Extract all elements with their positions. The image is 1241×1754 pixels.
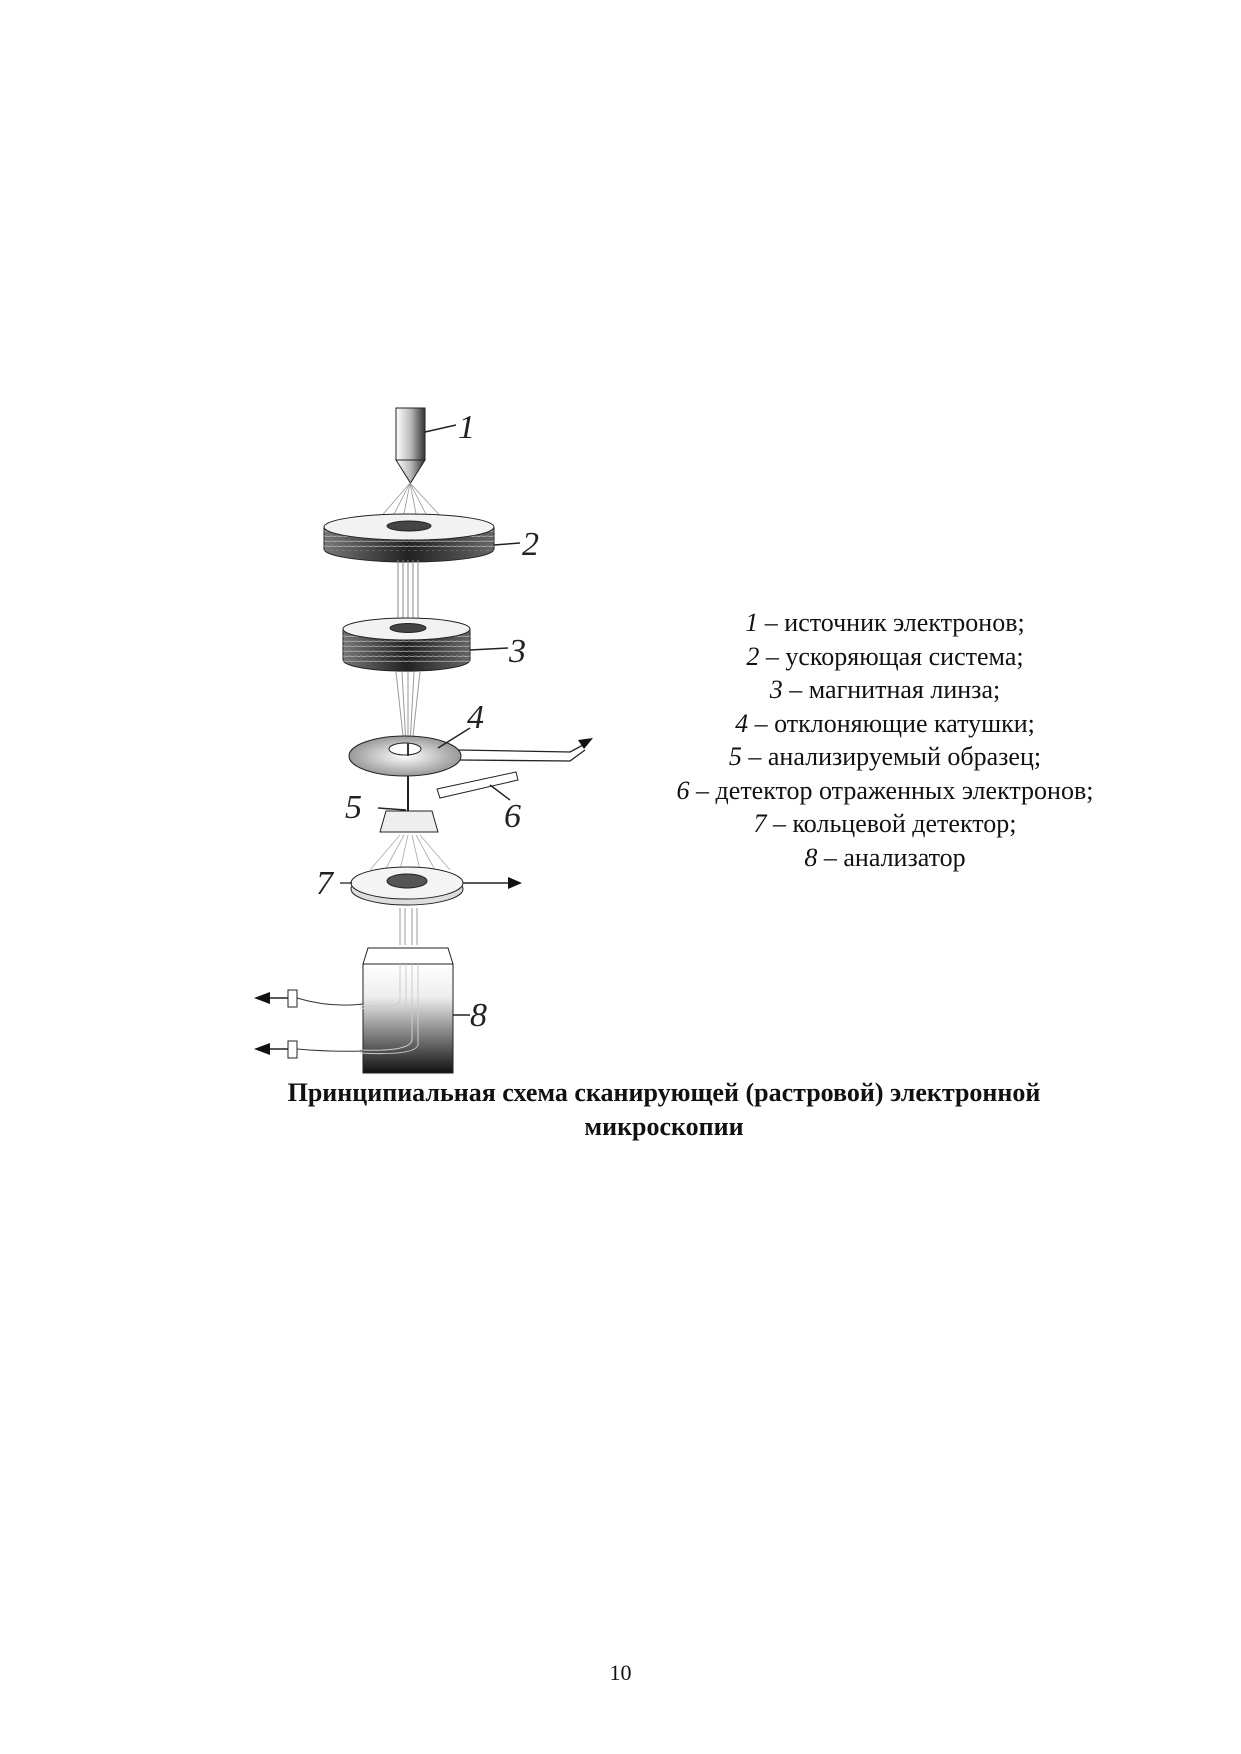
legend-text: – магнитная линза; [782,675,1001,704]
legend-number: 4 [735,708,749,738]
figure-label-4: 4 [467,699,484,736]
figure-label-1: 1 [458,409,475,446]
legend-number: 8 [804,842,818,872]
legend-item: 5 – анализируемый образец; [630,740,1140,774]
electron-source [377,407,457,525]
legend-text: – анализируемый образец; [741,742,1042,771]
legend-item: 6 – детектор отраженных электронов; [630,774,1140,808]
legend-number: 1 [745,608,759,637]
legend-text: – детектор отраженных электронов; [689,775,1094,805]
legend-text: – анализатор [817,842,966,872]
legend-item: 3 – магнитная линза; [630,673,1140,707]
legend-text: – ускоряющая система; [759,641,1024,671]
legend-number: 5 [728,742,742,771]
figure-label-7: 7 [316,865,335,902]
sample [377,776,439,833]
legend-number: 7 [753,809,767,838]
legend-item: 8 – анализатор [630,841,1140,875]
legend-item: 2 – ускоряющая система; [630,640,1140,674]
caption-line-2: микроскопии [584,1112,744,1141]
legend-number: 3 [769,675,783,704]
legend-item: 7 – кольцевой детектор; [630,807,1140,841]
magnetic-lens [342,617,509,672]
legend-text: – источник электронов; [758,608,1025,637]
legend-item: 1 – источник электронов; [630,606,1140,640]
caption-line-1: Принципиальная схема сканирующей (растро… [287,1078,1041,1107]
legend-item: 4 – отклоняющие катушки; [630,707,1140,741]
figure-label-8: 8 [470,997,487,1034]
ring-detector [340,866,522,906]
deflection-coils [348,727,593,777]
legend-number: 2 [746,641,760,671]
legend-number: 6 [676,775,690,805]
figure-label-5: 5 [345,789,362,826]
legend-text: – кольцевой детектор; [766,809,1017,838]
figure-label-2: 2 [522,526,539,563]
figure-legend: 1 – источник электронов; 2 – ускоряющая … [630,606,1140,874]
figure-label-3: 3 [508,633,526,670]
figure-caption: Принципиальная схема сканирующей (растро… [200,1076,1128,1144]
analyzer [254,947,470,1074]
page-number: 10 [609,1660,632,1685]
reflected-electron-detector [436,771,519,801]
figure-label-6: 6 [504,798,521,835]
legend-text: – отклоняющие катушки; [748,708,1035,738]
accelerating-system [323,513,521,563]
